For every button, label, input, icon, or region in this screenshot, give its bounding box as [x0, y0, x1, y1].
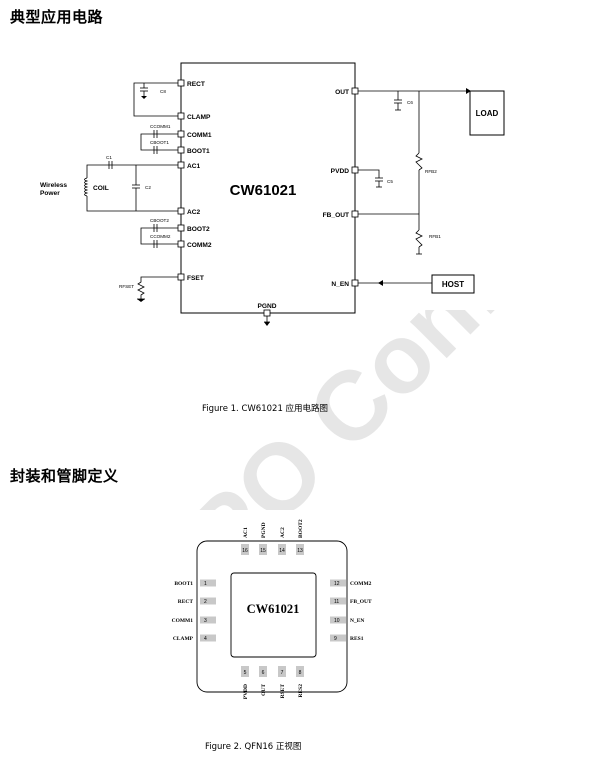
pin-number-13: 13 [297, 548, 303, 554]
label-rfb2: RFB2 [425, 169, 437, 174]
pin-label-n-en: N_EN [331, 281, 349, 288]
pin-pad-5 [241, 666, 249, 677]
pin-pad-8 [296, 666, 304, 677]
label-rfb1: RFB1 [429, 234, 441, 239]
pin-name-16: AC1 [243, 527, 249, 538]
pin-number-12: 12 [334, 581, 340, 587]
pin-label-rect: RECT [187, 81, 205, 88]
pin-label-comm2: COMM2 [187, 242, 212, 249]
pin-pad-1 [200, 579, 216, 587]
pin-label-ac1: AC1 [187, 163, 201, 170]
pin-label-boot1: BOOT1 [187, 148, 210, 155]
figure1-caption: Figure 1. CW61021 应用电路图 [202, 404, 329, 414]
pin-name-2: RECT [178, 599, 194, 605]
label-host: HOST [442, 280, 464, 289]
pin-number-1: 1 [204, 581, 207, 587]
pin-name-13: BOOT2 [298, 519, 304, 538]
label-c2: C2 [145, 185, 151, 190]
pin-number-5: 5 [244, 670, 247, 676]
pin-name-7: RSET [280, 684, 286, 699]
pin-label-pgnd: PGND [257, 303, 276, 310]
pin-number-7: 7 [281, 670, 284, 676]
label-rfset: RFSET [119, 284, 134, 289]
pin-name-4: CLAMP [173, 636, 194, 642]
pin-label-clamp: CLAMP [187, 114, 211, 121]
label-c8: C8 [160, 89, 166, 94]
pin-label-fb-out: FB_OUT [323, 212, 349, 219]
application-circuit-diagram: RECT CLAMP COMM1 BOOT1 AC1 AC2 BOOT2 COM… [40, 62, 505, 326]
label-c5: C5 [387, 179, 393, 184]
arrow-to-load-icon [466, 88, 471, 94]
pin-pad-2 [200, 597, 216, 605]
pin-number-4: 4 [204, 636, 207, 642]
label-c6: C6 [407, 100, 413, 105]
pin-label-boot2: BOOT2 [187, 226, 210, 233]
pin-number-10: 10 [334, 618, 340, 624]
label-ccomm1: CCOMM1 [150, 124, 171, 129]
section-title-application-circuit: 典型应用电路 [10, 8, 104, 26]
pin-pad-14 [278, 544, 286, 555]
load-box [469, 90, 505, 136]
label-ccomm2: CCOMM2 [150, 234, 171, 239]
pin-number-16: 16 [242, 548, 248, 554]
pin-number-9: 9 [334, 636, 337, 642]
pin-label-pvdd: PVDD [331, 168, 350, 175]
pin-pad-11 [330, 597, 346, 605]
pin-name-6: OUT [261, 684, 267, 696]
pin-name-3: COMM1 [172, 618, 194, 624]
label-wireless-line1: Wireless [40, 182, 67, 189]
pin-name-15: PGND [261, 522, 267, 538]
label-load: LOAD [476, 109, 499, 118]
figure2-caption: Figure 2. QFN16 正视图 [205, 742, 302, 752]
pin-number-8: 8 [299, 670, 302, 676]
pin-name-1: BOOT1 [174, 581, 193, 587]
pin-pad-16 [241, 544, 249, 555]
label-c1: C1 [106, 155, 112, 160]
exposed-pad [230, 572, 317, 658]
package-chip-label: CW61021 [247, 602, 300, 616]
pin-label-fset: FSET [187, 275, 204, 282]
pin-name-5: PVDD [243, 684, 249, 699]
section-title-package: 封装和管脚定义 [10, 467, 119, 485]
pin-name-14: AC2 [280, 527, 286, 538]
pin-label-comm1: COMM1 [187, 132, 212, 139]
label-cboot2: CBOOT2 [150, 218, 169, 223]
arrow-from-host-icon [378, 280, 383, 286]
pin-number-2: 2 [204, 599, 207, 605]
pin-label-out: OUT [335, 89, 349, 96]
pin-pad-7 [278, 666, 286, 677]
pin-name-9: RES1 [350, 636, 364, 642]
pin-name-11: FB_OUT [350, 599, 372, 605]
pin-name-12: COMM2 [350, 581, 372, 587]
pin-pad-13 [296, 544, 304, 555]
pin-pad-12 [330, 579, 346, 587]
pin-number-15: 15 [260, 548, 266, 554]
pin-number-11: 11 [334, 599, 339, 605]
host-box [431, 274, 475, 294]
pin-label-ac2: AC2 [187, 209, 201, 216]
pin-number-14: 14 [279, 548, 285, 554]
pin-pad-3 [200, 616, 216, 624]
qfn16-package-diagram: CW61021 16AC115PGND14AC213BOOT25PVDD6OUT… [172, 519, 372, 699]
label-cboot1: CBOOT1 [150, 140, 169, 145]
pin-number-6: 6 [262, 670, 265, 676]
pin-pad-9 [330, 634, 346, 642]
label-wireless-line2: Power [40, 190, 60, 197]
pin-number-3: 3 [204, 618, 207, 624]
pin-pad-6 [259, 666, 267, 677]
pin-name-10: N_EN [350, 618, 364, 624]
chip-label: CW61021 [230, 182, 297, 199]
pin-name-8: RES2 [298, 684, 304, 698]
pin-pad-10 [330, 616, 346, 624]
pin-pad-4 [200, 634, 216, 642]
pin-pad-15 [259, 544, 267, 555]
label-coil: COIL [93, 185, 109, 192]
